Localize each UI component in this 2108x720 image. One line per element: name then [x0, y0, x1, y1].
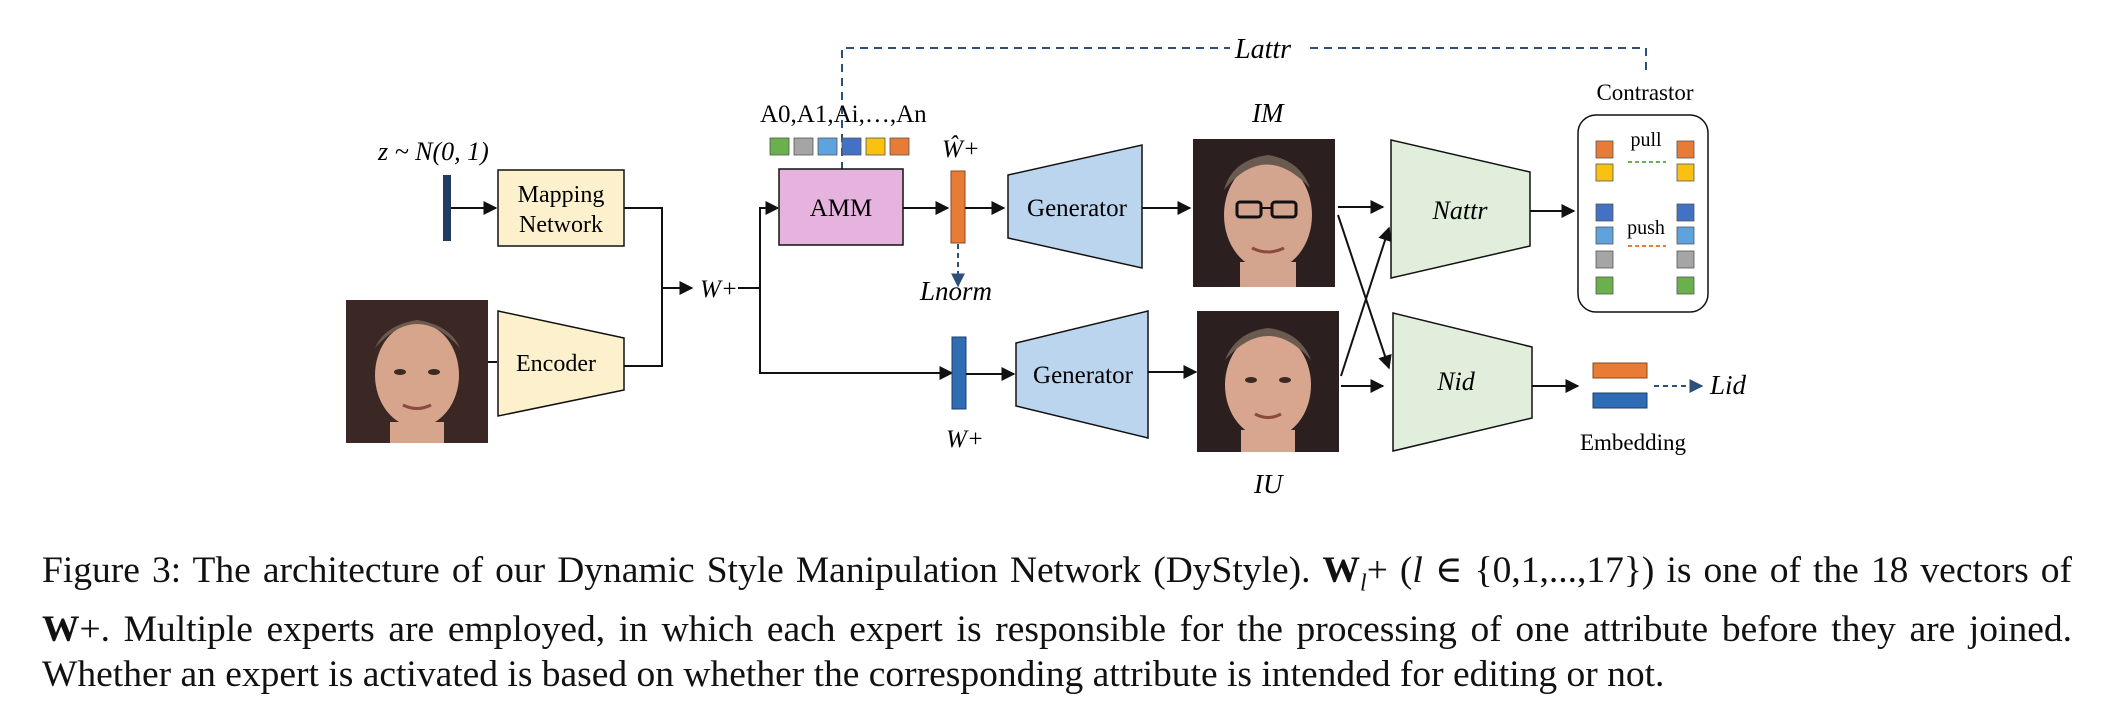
amm-box	[778, 168, 904, 246]
w-hat-plus-label: Ŵ+	[942, 134, 980, 163]
latent-vector-bar	[443, 175, 451, 241]
n-attr-label: Nattr	[1432, 196, 1489, 225]
contrastor-left-squares	[1595, 140, 1614, 295]
caption-text-1: The architecture of our Dynamic Style Ma…	[192, 550, 1311, 591]
l-norm-label: Lnorm	[919, 276, 992, 306]
latent-label: z ~ N(0, 1)	[377, 137, 489, 166]
caption-paragraph: Figure 3: The architecture of our Dynami…	[42, 548, 2072, 697]
caption-text-2: +. Multiple experts are employed, in whi…	[42, 608, 2072, 695]
n-attr-block	[1390, 139, 1531, 279]
embedding-bar-blue	[1592, 392, 1648, 409]
contrastor-right-squares	[1676, 140, 1695, 295]
attribute-color-squares	[769, 137, 910, 156]
generator-bottom-label: Generator	[1033, 362, 1134, 389]
w-plus-bottom-label: W+	[946, 426, 984, 453]
embedding-label: Embedding	[1580, 430, 1687, 455]
embedding-bar-orange	[1592, 362, 1648, 379]
encoder-block	[497, 310, 625, 417]
mapping-network-label-2: Network	[519, 212, 603, 238]
caption-l-var: l	[1412, 550, 1423, 591]
caption-figure-label: Figure 3:	[42, 550, 182, 591]
push-label: push	[1627, 217, 1665, 239]
w-hat-plus-bar	[950, 170, 966, 244]
attribute-list-label: A0,A1,Ai,…,An	[760, 101, 927, 128]
mapping-network-label-1: Mapping	[518, 182, 605, 208]
w-plus-bar	[951, 336, 967, 410]
caption-wl-rest: + (	[1366, 550, 1413, 591]
l-id-label: Lid	[1709, 370, 1747, 400]
i-m-label: IM	[1251, 98, 1285, 128]
l-attr-dashed-line	[841, 47, 1230, 170]
input-face-image	[346, 300, 488, 443]
encoder-label: Encoder	[516, 351, 596, 377]
l-attr-label: Lattr	[1234, 34, 1291, 65]
caption-wl-symbol: W	[1322, 550, 1361, 591]
w-plus-label: W+	[700, 276, 738, 303]
n-id-label: Nid	[1436, 367, 1476, 396]
caption-wl-subscript: l	[1360, 570, 1367, 597]
n-id-block	[1392, 312, 1533, 452]
figure-caption: Figure 3: The architecture of our Dynami…	[42, 548, 2072, 697]
caption-w-bold: W	[42, 608, 80, 650]
generator-top	[1007, 144, 1143, 269]
contrastor-label: Contrastor	[1596, 80, 1693, 105]
generator-bottom	[1015, 310, 1149, 439]
pull-label: pull	[1630, 129, 1662, 151]
edited-face-image	[1193, 139, 1335, 287]
generator-top-label: Generator	[1027, 195, 1128, 222]
i-u-label: IU	[1253, 469, 1284, 499]
architecture-diagram: z ~ N(0, 1) Mapping Network Encoder W+ L…	[346, 34, 1747, 499]
unedited-face-image	[1197, 311, 1339, 452]
caption-set-text: ∈ {0,1,...,17}) is one of the 18 vectors…	[1422, 550, 2073, 591]
amm-label: AMM	[810, 195, 873, 222]
